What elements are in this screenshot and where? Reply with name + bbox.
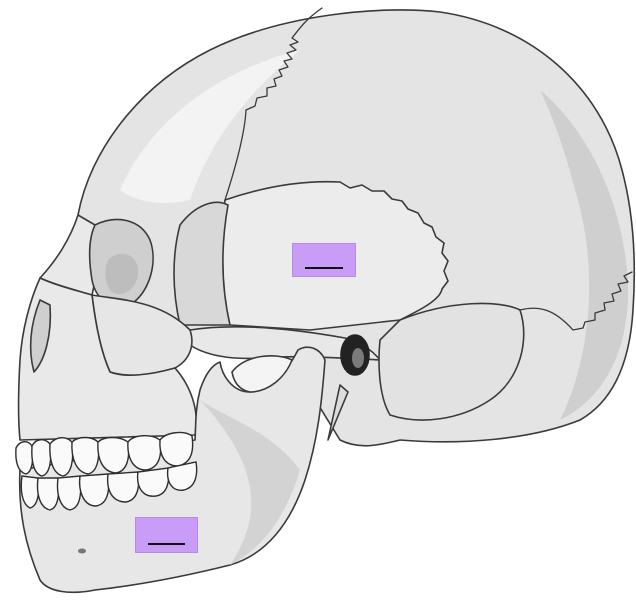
temporal-label-box[interactable]: [292, 243, 356, 277]
mandible-label-line: [148, 543, 185, 545]
ear-canal-inner: [352, 348, 364, 368]
sphenoid-wing: [174, 202, 230, 325]
mental-foramen: [78, 549, 86, 554]
mandible-label-box[interactable]: [135, 517, 198, 553]
upper-tooth: [160, 433, 193, 466]
lower-tooth: [138, 468, 169, 496]
upper-tooth: [32, 440, 51, 476]
skull-outline-group: [19, 8, 635, 592]
upper-tooth: [16, 442, 33, 474]
temporal-label-line: [305, 267, 343, 269]
